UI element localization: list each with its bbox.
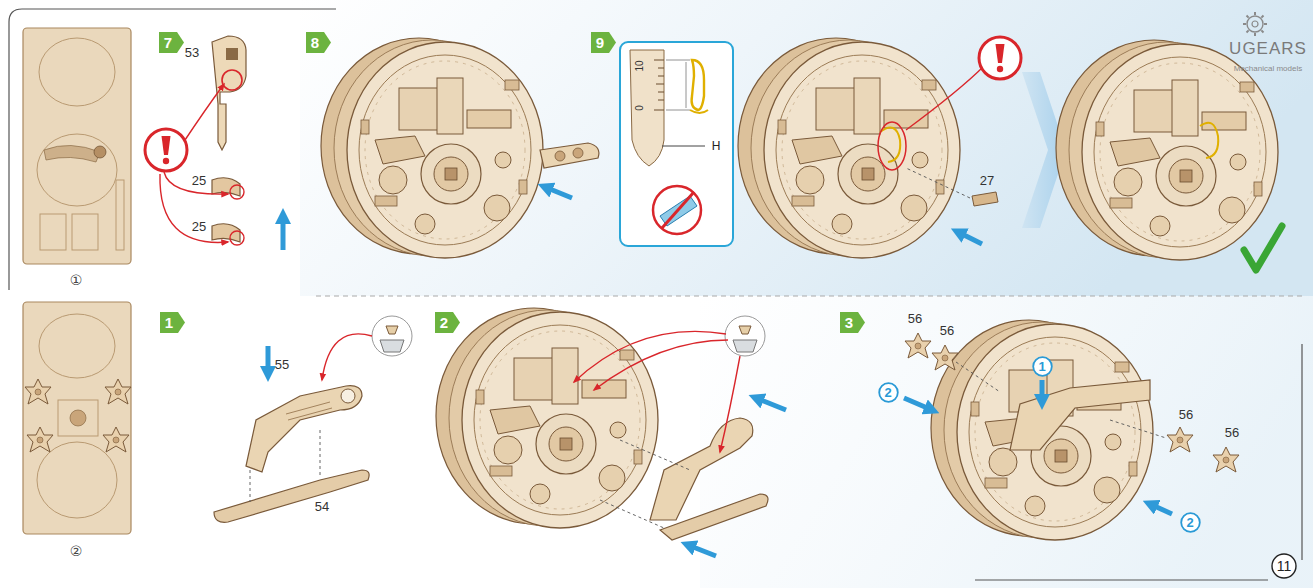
part-number: 25 [192,174,206,187]
callout-circle [879,383,898,402]
sheet-number: ① [70,273,83,287]
step-flag [435,312,460,333]
step-number: 2 [435,312,460,333]
step-number-text: 7 [164,35,172,50]
step-flag [840,312,865,333]
part-number: 55 [275,358,289,371]
ruler-mark: 0 [635,105,645,111]
part-number: 56 [1179,408,1193,421]
step-number: 1 [160,312,185,333]
step-number-text: 9 [596,35,604,50]
brand-logo: UGEARS [1229,40,1307,57]
step-number-text: 1 [165,315,173,330]
step-number-text: 3 [845,315,853,330]
step-flag [306,32,331,53]
step-flag [591,32,616,53]
step-number: 8 [306,32,331,53]
step-number: 9 [591,32,616,53]
brand-tagline: Mechanical models [1234,65,1302,73]
callout-number: 2 [878,382,899,403]
part-number: 25 [192,220,206,233]
step-number-text: 8 [311,35,319,50]
callout-number: 2 [1180,512,1201,533]
sheet-number: ② [70,544,83,558]
step-number: 3 [840,312,865,333]
part-number: 56 [1225,426,1239,439]
callout-number-text: 1 [1038,360,1045,373]
ruler-mark: 10 [635,60,645,71]
callout-circle [1033,357,1052,376]
part-number: 27 [980,174,994,187]
step-number-text: 2 [440,315,448,330]
part-number: 53 [185,46,199,59]
callout-number-text: 2 [1186,516,1193,529]
dimension-label: H [712,140,721,152]
part-number: 56 [908,312,922,325]
step-flag [160,312,185,333]
callout-circle [1181,513,1200,532]
callout-number: 1 [1032,356,1053,377]
callout-number-text: 2 [884,386,891,399]
page-number: 11 [1271,553,1297,579]
page-circle [1272,554,1296,578]
step-number: 7 [159,32,184,53]
page-number-text: 11 [1277,559,1292,573]
step-flag [159,32,184,53]
part-number: 56 [940,324,954,337]
part-number: 54 [315,500,329,513]
